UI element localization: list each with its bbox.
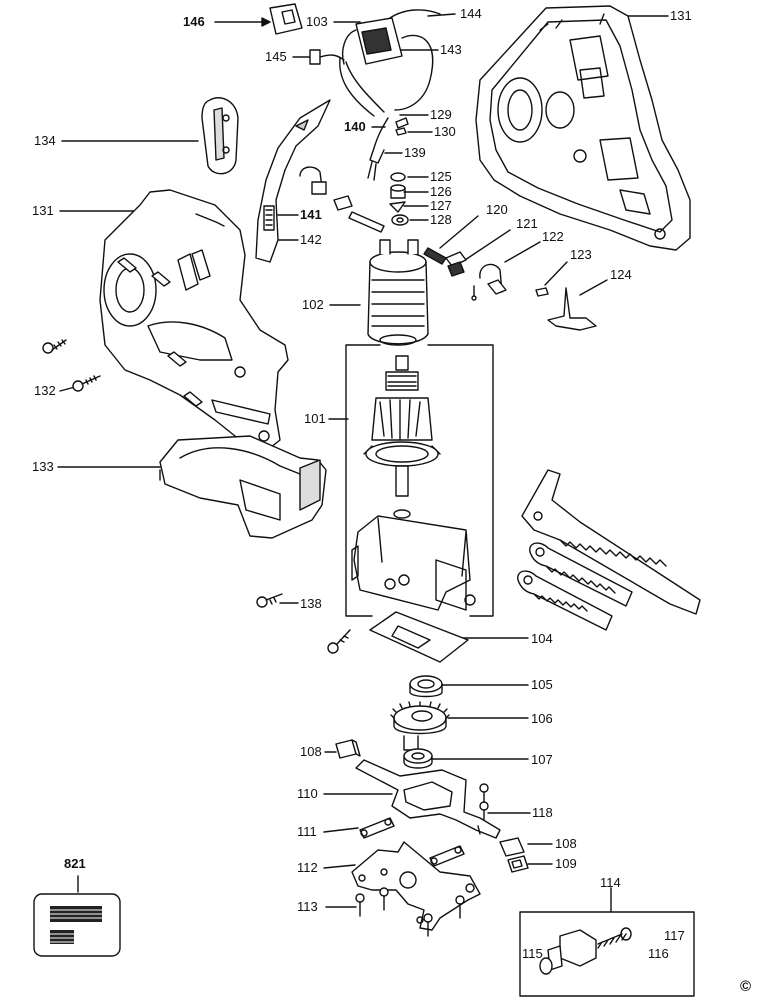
block-108-right <box>499 837 525 857</box>
label-121: 121 <box>516 216 538 231</box>
housing-half-left-131 <box>99 189 289 449</box>
label-130: 130 <box>434 124 456 139</box>
bearing-105 <box>409 675 443 698</box>
label-108-right: 108 <box>555 836 577 851</box>
block-108-left <box>335 739 361 759</box>
label-115: 115 <box>522 946 543 961</box>
label-138: 138 <box>300 596 322 611</box>
label-101: 101 <box>304 411 326 426</box>
label-113: 113 <box>297 899 318 914</box>
label-122: 122 <box>542 229 564 244</box>
label-107: 107 <box>531 752 553 767</box>
saw-blades <box>517 469 701 631</box>
plate-104 <box>369 611 469 663</box>
label-129: 129 <box>430 107 452 122</box>
label-145: 145 <box>265 49 287 64</box>
armature-101 <box>351 355 476 611</box>
label-132: 132 <box>34 383 56 398</box>
label-104: 104 <box>531 631 553 646</box>
label-112: 112 <box>297 860 318 875</box>
gear-106 <box>390 701 450 751</box>
label-141: 141 <box>300 207 322 222</box>
label-114: 114 <box>600 875 621 890</box>
screws-118 <box>479 783 489 821</box>
label-123: 123 <box>570 247 592 262</box>
plunger-110 <box>355 759 501 839</box>
screws-132 <box>42 339 101 392</box>
screws-138 <box>256 593 351 654</box>
plate-109 <box>507 855 529 873</box>
label-142: 142 <box>300 232 322 247</box>
copyright-symbol: © <box>740 978 752 995</box>
label-106: 106 <box>531 711 553 726</box>
label-118: 118 <box>532 805 553 820</box>
label-102: 102 <box>302 297 324 312</box>
brush-parts-120-124 <box>423 247 597 331</box>
label-125: 125 <box>430 169 452 184</box>
label-821: 821 <box>64 856 86 871</box>
leader-lines <box>57 13 669 958</box>
label-109: 109 <box>555 856 577 871</box>
label-108-left: 108 <box>300 744 322 759</box>
label-127: 127 <box>430 198 452 213</box>
handle-part-141-142 <box>255 99 331 263</box>
label-140: 140 <box>344 119 366 134</box>
label-124: 124 <box>610 267 632 282</box>
label-128: 128 <box>430 212 452 227</box>
label-134: 134 <box>34 133 56 148</box>
cable <box>367 117 409 181</box>
label-133: 133 <box>32 459 54 474</box>
label-105: 105 <box>531 677 553 692</box>
label-131-top: 131 <box>670 8 692 23</box>
links-111 <box>359 817 465 867</box>
label-116: 116 <box>648 946 669 961</box>
label-143: 143 <box>440 42 462 57</box>
armature-bracket <box>345 344 494 617</box>
cover-plate-134 <box>201 97 239 175</box>
label-103: 103 <box>306 14 328 29</box>
label-139: 139 <box>404 145 426 160</box>
small-parts-125-128 <box>299 166 409 233</box>
label-110: 110 <box>297 786 318 801</box>
label-126: 126 <box>430 184 452 199</box>
label-111: 111 <box>297 824 317 839</box>
screws-113 <box>355 887 465 937</box>
box-114 <box>519 911 695 997</box>
label-146: 146 <box>183 14 205 29</box>
label-144: 144 <box>460 6 482 21</box>
label-120: 120 <box>486 202 508 217</box>
stator-102 <box>367 239 429 346</box>
switch-assembly <box>269 3 441 117</box>
bearing-107 <box>403 748 433 769</box>
housing-half-right-131 <box>475 5 691 251</box>
base-shoe-133 <box>159 435 327 539</box>
label-131-left: 131 <box>32 203 54 218</box>
label-117: 117 <box>664 928 685 943</box>
label-821 <box>33 875 121 957</box>
